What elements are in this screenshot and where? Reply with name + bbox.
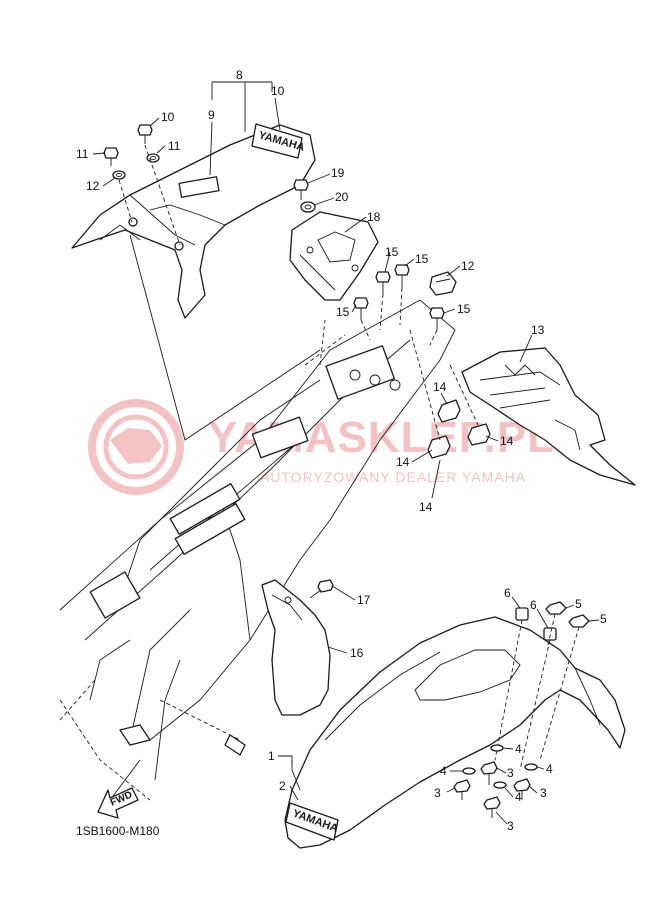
front-fender-1: YAMAHA	[284, 616, 626, 849]
callout-14a: 14	[433, 380, 447, 394]
callout-7: 8	[236, 68, 243, 82]
watermark-subtitle: AUTORYZOWANY DEALER YAMAHA	[260, 469, 526, 485]
bolt-3d-icon	[483, 796, 501, 818]
bolt-3a-icon	[480, 761, 498, 785]
washer-4c-icon	[524, 763, 538, 771]
bolt-15d-icon	[429, 307, 445, 330]
callout-20: 20	[335, 190, 349, 204]
callout-6a: 6	[504, 586, 511, 600]
washer-4d-icon	[493, 781, 507, 789]
fender-bracket-18	[289, 211, 379, 301]
callout-labels: 8 9 10 10 11 11 12 19 20 18 15 15 15 15 …	[76, 68, 607, 833]
callout-18: 18	[367, 210, 381, 224]
bolt-10a-icon	[137, 124, 153, 144]
washer-4b-icon	[462, 767, 476, 775]
callout-4c: 4	[546, 762, 553, 776]
callout-8: 9	[208, 108, 215, 122]
callout-3a: 3	[507, 766, 514, 780]
callout-10a: 10	[161, 110, 175, 124]
callout-14d: 14	[419, 500, 433, 514]
diagram-code: 1SB1600-M180	[76, 824, 160, 838]
leader-lines	[92, 81, 600, 825]
callout-11b: 12	[86, 179, 100, 193]
nut-5a-icon	[545, 601, 567, 615]
callout-4d: 4	[515, 790, 522, 804]
rear-flap-13	[461, 347, 636, 486]
brand-decal	[251, 123, 303, 159]
bolt-17-icon	[309, 579, 334, 599]
collar-20-icon	[300, 201, 316, 213]
bolt-15a-icon	[375, 271, 391, 294]
callout-15a: 15	[385, 245, 399, 259]
bolt-3b-icon	[453, 779, 471, 800]
bolt-3c-icon	[513, 778, 531, 800]
rear-upper-cover: YAMAHA	[71, 123, 316, 319]
callout-9: 10	[271, 84, 285, 98]
callout-15d: 15	[457, 302, 471, 316]
collar-6b-icon	[543, 627, 557, 641]
clip-12-icon	[429, 271, 457, 296]
collar-11b-icon	[112, 170, 126, 180]
fwd-arrow-icon: FWD	[97, 787, 139, 819]
callout-4b: 4	[440, 764, 447, 778]
callout-4a: 4	[515, 742, 522, 756]
callout-19: 19	[331, 166, 345, 180]
callout-13: 13	[531, 323, 545, 337]
bolt-15b-icon	[394, 264, 410, 288]
collar-6a-icon	[515, 607, 529, 621]
callout-5a: 5	[575, 597, 582, 611]
watermark-logo-icon	[88, 399, 184, 495]
callout-3b: 3	[434, 786, 441, 800]
callout-17: 17	[357, 593, 371, 607]
callout-5b: 5	[600, 612, 607, 626]
clip-14c-icon	[427, 435, 451, 459]
callout-12: 12	[461, 259, 475, 273]
label-plate	[178, 176, 220, 198]
callout-11a: 11	[168, 139, 181, 153]
callout-3d: 3	[507, 819, 514, 833]
bolt-15c-icon	[353, 297, 369, 320]
callout-3c: 3	[540, 786, 547, 800]
callout-1: 1	[268, 749, 275, 763]
washer-4a-icon	[490, 744, 504, 752]
nut-5b-icon	[568, 614, 590, 628]
callout-15c: 15	[336, 305, 350, 319]
callout-6b: 6	[530, 598, 537, 612]
clip-14b-icon	[467, 423, 491, 446]
callout-14c: 14	[396, 455, 410, 469]
callout-2: 2	[279, 779, 286, 793]
callout-16: 16	[350, 646, 364, 660]
bolt-19-icon	[293, 179, 309, 200]
callout-10b: 11	[76, 147, 89, 161]
frame-outline	[59, 299, 456, 801]
mud-flap-16	[261, 579, 331, 716]
callout-14b: 14	[500, 434, 514, 448]
callout-15b: 15	[415, 252, 429, 266]
fender-brand-decal	[285, 802, 339, 841]
bolt-10b-icon	[103, 147, 119, 166]
clip-14a-icon	[437, 399, 461, 423]
